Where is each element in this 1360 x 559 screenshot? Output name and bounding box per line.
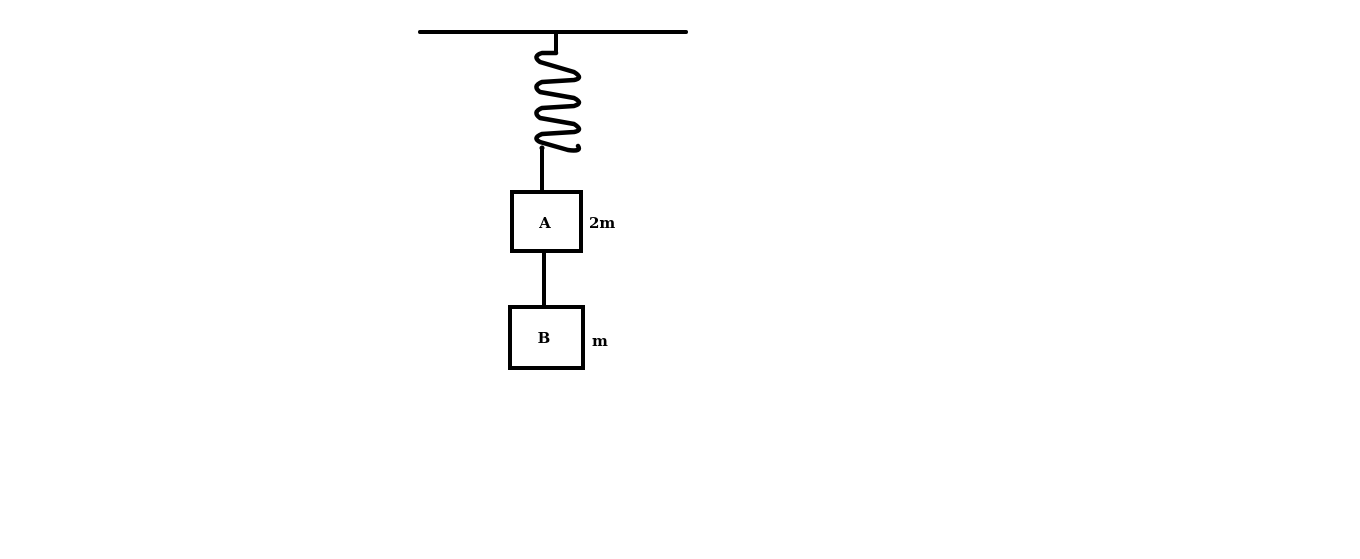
spring-end-dot <box>539 145 545 151</box>
block-b-label: B <box>538 329 551 347</box>
block-a-label: A <box>538 214 551 232</box>
block-a-mass: 2m <box>589 214 615 232</box>
block-a <box>510 190 583 253</box>
block-b <box>508 305 585 370</box>
spring <box>534 50 582 153</box>
block-b-mass: m <box>592 332 608 350</box>
